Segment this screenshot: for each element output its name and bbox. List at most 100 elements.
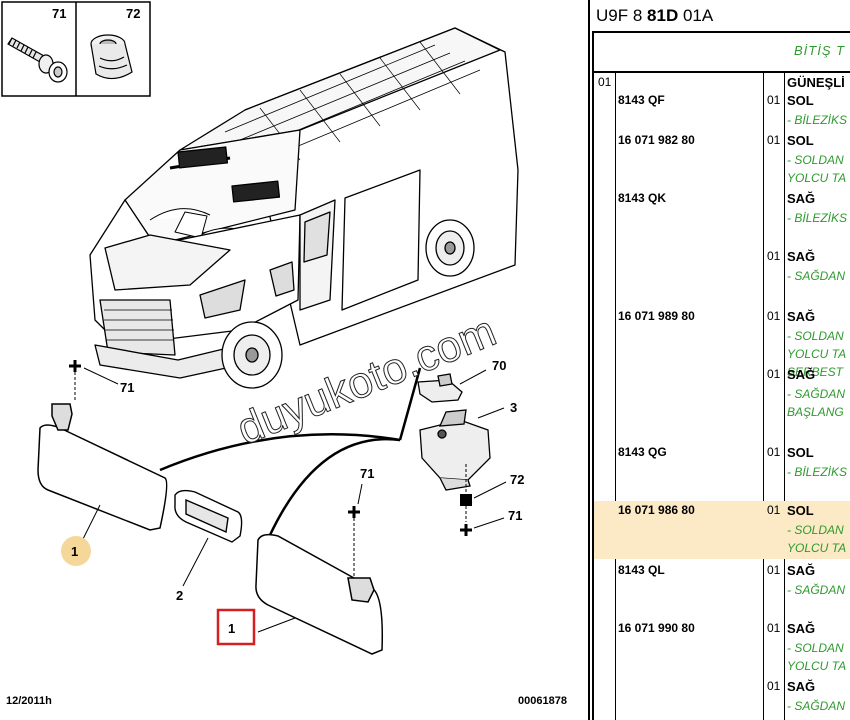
- part-number: 8143 QL: [618, 563, 665, 577]
- callout-1-circle: 1: [71, 544, 78, 559]
- diagram-image-id: 00061878: [518, 695, 567, 707]
- callout-72: 72: [510, 472, 524, 487]
- callout-72-thumb: 72: [126, 6, 140, 21]
- entry-qty: 01: [767, 503, 781, 517]
- entry-description: - BİLEZİKS: [787, 209, 847, 227]
- entry-side-label: SAĞ: [787, 679, 816, 694]
- description-line: - SOLDAN: [787, 641, 844, 655]
- description-line: YOLCU TA: [787, 541, 847, 555]
- bolt-icon: [7, 37, 68, 83]
- description-line: YOLCU TA: [787, 347, 847, 361]
- entry-qty: 01: [767, 445, 781, 459]
- entry-side-label: SOL: [787, 93, 814, 108]
- plus-fastener-icon-3: [460, 506, 505, 536]
- callout-71-mid: 71: [360, 466, 374, 481]
- entry-qty: 01: [767, 563, 781, 577]
- entry-qty: 01: [767, 679, 781, 693]
- description-line: YOLCU TA: [787, 171, 847, 185]
- callout-2: 2: [176, 588, 183, 603]
- part-number: 16 071 989 80: [618, 309, 695, 323]
- part-row[interactable]: 8143 QG 01 SOL - BİLEZİKS: [594, 443, 850, 501]
- entry-description: - BİLEZİKS: [787, 463, 847, 481]
- parts-list-panel: U9F 8 81D 01A BİTİŞ T 01 GÜNEŞLİ 8143 QF…: [590, 0, 850, 720]
- col-divider: [763, 71, 764, 720]
- callout-71-left: 71: [120, 380, 134, 395]
- description-line: - SAĞDAN: [787, 269, 846, 283]
- col-divider: [615, 71, 616, 720]
- part-row[interactable]: 8143 QK SAĞ - BİLEZİKS 01 SAĞ - SAĞDAN: [594, 189, 850, 283]
- group-title: GÜNEŞLİ: [787, 75, 845, 90]
- diagram-svg: 71 72: [1, 1, 524, 655]
- entry-description: - SAĞDAN: [787, 581, 845, 599]
- part-entry: SAĞ - BİLEZİKS: [761, 189, 850, 247]
- description-line: - SAĞDAN: [787, 387, 846, 401]
- leader-lines: [159, 367, 422, 536]
- description-line: BAŞLANG: [787, 405, 844, 419]
- entry-qty: 01: [767, 309, 781, 323]
- description-line: - BİLEZİKS: [787, 113, 848, 127]
- plus-fastener-icon-2: [348, 483, 363, 576]
- part-number: 16 071 990 80: [618, 621, 695, 635]
- description-line: - BİLEZİKS: [787, 211, 848, 225]
- entry-qty: 01: [767, 621, 781, 635]
- description-line: - SAĞDAN: [787, 699, 846, 713]
- entry-description: - SAĞDAN BAŞLANG: [787, 385, 845, 421]
- part-number: 8143 QF: [618, 93, 665, 107]
- part-entry: 01 SAĞ - SAĞDAN: [761, 561, 850, 619]
- plus-fastener-icon: [69, 360, 119, 402]
- description-line: - SAĞDAN: [787, 583, 846, 597]
- diagram-date: 12/2011h: [6, 695, 52, 707]
- entry-side-label: SOL: [787, 503, 814, 518]
- entry-side-label: SOL: [787, 133, 814, 148]
- entry-qty: 01: [767, 249, 781, 263]
- clip-part: [417, 373, 463, 403]
- callout-71-thumb: 71: [52, 6, 66, 21]
- finish-label: BİTİŞ T: [794, 43, 846, 58]
- panel-divider: [588, 0, 590, 720]
- entry-side-label: SAĞ: [787, 191, 816, 206]
- vanity-mirror-part: [174, 489, 243, 543]
- entry-description: - SOLDAN YOLCU TA: [787, 639, 846, 675]
- description-line: YOLCU TA: [787, 659, 847, 673]
- col-divider: [784, 71, 785, 720]
- entry-side-label: SAĞ: [787, 249, 816, 264]
- sun-visor-left: [37, 403, 168, 531]
- ref-suffix: 01A: [682, 6, 714, 25]
- callout-1-boxed: 1: [228, 621, 235, 636]
- entry-qty: 01: [767, 133, 781, 147]
- part-number: 16 071 982 80: [618, 133, 695, 147]
- ref-bold: 81D: [647, 6, 679, 25]
- square-nut-icon: [460, 494, 472, 506]
- callout-3: 3: [510, 400, 517, 415]
- part-entry: 01 SAĞ - SAĞDAN: [761, 247, 850, 305]
- part-row[interactable]: 8143 QL 01 SAĞ - SAĞDAN: [594, 561, 850, 619]
- bracket-part: [419, 409, 491, 491]
- description-line: - SOLDAN: [787, 329, 844, 343]
- description-line: - SOLDAN: [787, 523, 844, 537]
- ref-prefix: U9F 8: [596, 6, 643, 25]
- part-number: 8143 QK: [618, 191, 667, 205]
- nut-insert-icon: [90, 34, 133, 80]
- callout-circle: [61, 536, 91, 566]
- entry-description: - SOLDAN YOLCU TA: [787, 521, 846, 557]
- entry-qty: 01: [767, 367, 781, 381]
- entry-side-label: SOL: [787, 445, 814, 460]
- entry-description: - BİLEZİKS: [787, 111, 847, 129]
- entry-side-label: SAĞ: [787, 563, 816, 578]
- part-number: 8143 QG: [618, 445, 667, 459]
- group-qty: 01: [598, 75, 612, 89]
- callout-70: 70: [492, 358, 506, 373]
- entry-qty: 01: [767, 93, 781, 107]
